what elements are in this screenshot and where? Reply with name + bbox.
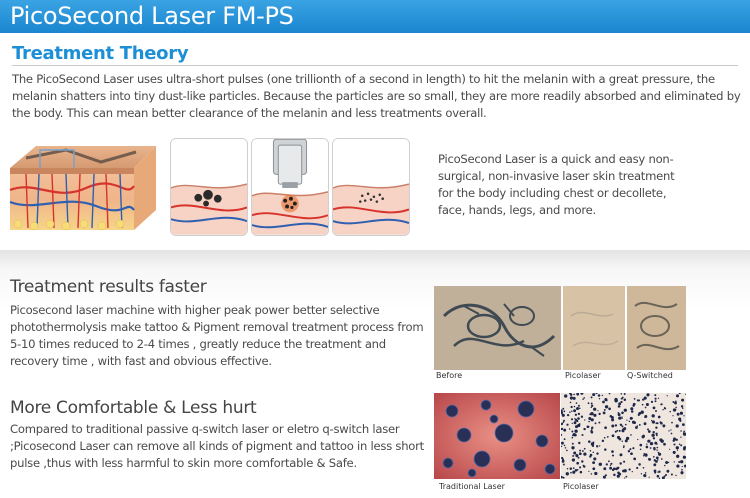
skin-cross-section-illustration [9, 146, 156, 231]
treatment-theory-title: Treatment Theory [12, 43, 189, 64]
results-text: Picosecond laser machine with higher pea… [10, 303, 424, 368]
caption-qswitched: Q-Switched [627, 371, 673, 380]
caption-traditional-laser: Traditional Laser [439, 482, 505, 491]
page-header: PicoSecond Laser FM-PS [0, 0, 750, 33]
section-divider [12, 65, 738, 66]
tattoo-picolaser-photo [563, 286, 625, 370]
traditional-laser-particles-image [434, 393, 560, 479]
comfort-title: More Comfortable & Less hurt [10, 398, 257, 418]
laser-handpiece-panel [251, 138, 329, 236]
caption-picolaser: Picolaser [565, 371, 601, 380]
comfort-text: Compared to traditional passive q-switch… [10, 422, 424, 470]
results-title: Treatment results faster [10, 277, 207, 297]
page-title: PicoSecond Laser FM-PS [10, 2, 294, 30]
picolaser-particles-image [561, 393, 686, 479]
tattoo-before-photo [434, 286, 561, 370]
pigment-before-panel [170, 138, 248, 236]
caption-before: Before [436, 371, 463, 380]
pigment-shattered-panel [332, 138, 410, 236]
tattoo-qswitched-photo [627, 286, 686, 370]
treatment-theory-text: The PicoSecond Laser uses ultra-short pu… [12, 72, 741, 120]
caption-picolaser-particles: Picolaser [563, 482, 599, 491]
treatment-description: PicoSecond Laser is a quick and easy non… [438, 152, 675, 217]
